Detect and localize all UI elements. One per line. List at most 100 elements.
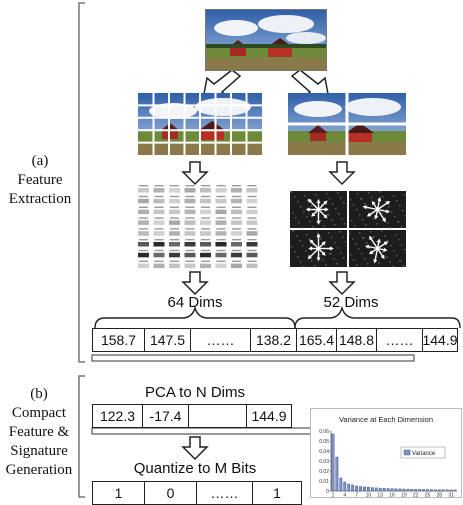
gray-block [184,188,196,193]
orientation-noise [362,237,364,239]
variance-bar [418,489,421,492]
section-b-line2: Feature & [8,424,70,440]
orientation-noise [365,224,367,226]
orientation-arrowhead [316,199,321,204]
variance-bar [433,489,437,492]
gray-block-caption [154,195,164,198]
orientation-noise [326,193,328,195]
legend-swatch [403,449,411,456]
feature-cell: 138.2 [251,329,297,351]
gray-block-caption [247,239,257,241]
gray-block-caption [232,239,241,241]
orientation-arrow [376,198,381,210]
gray-block [246,198,258,204]
orientation-noise [311,260,313,262]
orientation-arrowhead [316,233,321,238]
section-a-line1: Feature [17,172,63,188]
gray-block-caption [170,206,179,208]
orientation-noise [292,212,294,214]
gray-block-caption [139,249,148,252]
gray-block [246,231,258,236]
brace-left [94,305,296,329]
gray-block-caption [139,228,148,230]
orientation-noise [315,194,317,196]
gray-block [153,220,165,225]
gray-block-caption [154,249,164,252]
connector-bar-1 [91,354,415,362]
orientation-arrow [377,247,387,251]
orientation-noise [303,266,305,268]
gray-block [138,188,149,193]
orientation-noise [404,194,406,196]
orientation-noise [320,220,322,222]
gray-feature-panel [134,183,262,271]
orientation-noise [361,198,363,200]
orientation-arrowhead [380,255,385,260]
feature-cell: 158.7 [93,329,145,351]
orientation-noise [390,245,392,247]
orientation-noise [296,235,298,237]
orientation-noise [402,210,404,212]
bit-cell: 1 [93,482,145,504]
orientation-noise [387,222,389,224]
variance-bar [410,488,414,492]
gray-block-caption [154,217,164,219]
orientation-noise [299,240,301,242]
gray-block-caption [201,195,210,198]
orientation-arrow [366,245,378,250]
orientation-noise [293,230,295,232]
gray-block-caption [216,239,226,241]
orientation-noise [343,202,345,204]
orientation-noise [355,243,357,245]
gray-block [246,188,258,193]
variance-bar [363,486,366,492]
gray-block [138,220,149,225]
orientation-noise [339,231,341,233]
down-arrow-2 [328,161,356,186]
orientation-noise [341,218,343,220]
gray-block [246,242,258,247]
orientation-noise [398,221,400,223]
orientation-noise [359,232,361,234]
gray-block-caption [216,249,226,252]
orientation-arrowhead [365,244,370,249]
gray-block [246,220,258,225]
variance-bar [394,488,398,492]
orientation-arrowhead [316,257,321,262]
variance-bar [351,484,355,492]
orientation-noise [325,264,327,266]
orientation-noise [376,223,378,225]
gray-block [231,220,242,225]
variance-bar [378,487,382,492]
orientation-arrowhead [368,250,374,255]
orientation-arrow [318,209,328,219]
dims-right-label: 52 Dims [323,294,379,311]
gray-block [231,231,242,236]
section-b-bracket [78,375,85,498]
orientation-noise [337,247,339,249]
orientation-arrowhead [307,198,312,203]
orientation-feature-panel [290,191,407,268]
orientation-noise [334,224,336,226]
orientation-noise [393,250,395,252]
dims-left-label: 64 Dims [167,294,223,311]
y-tick-label: 0 [326,489,329,495]
orientation-arrowhead [329,246,334,251]
gray-block-caption [154,260,164,262]
gray-block [184,198,196,204]
orientation-arrowhead [383,247,388,252]
orientation-arrowhead [374,215,379,220]
gray-block-caption [185,249,195,252]
orientation-arrowhead [369,235,373,240]
orientation-noise [399,205,401,207]
orientation-arrow [376,239,380,249]
orientation-noise [362,219,364,221]
orientation-noise [332,203,334,205]
orientation-arrow [318,248,326,256]
variance-bar [398,488,402,492]
gray-block [215,188,227,193]
orientation-noise [311,205,313,207]
feature-cell: 147.5 [145,329,191,351]
orientation-noise [387,240,389,242]
gray-block-caption [139,195,148,198]
